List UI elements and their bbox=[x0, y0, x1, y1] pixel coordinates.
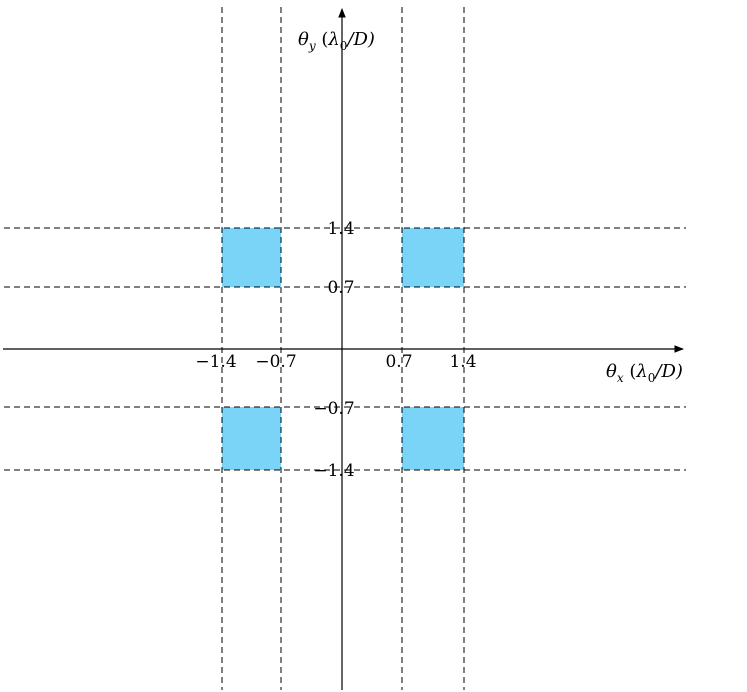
y-tick-label: 0.7 bbox=[327, 278, 354, 298]
x-tick-label: 1.4 bbox=[449, 352, 476, 372]
x-tick-label: −1.4 bbox=[195, 352, 236, 372]
x-tick-label: −0.7 bbox=[255, 352, 296, 372]
shaded-region bbox=[222, 228, 281, 287]
x-axis-label: θx (λ0/D) bbox=[606, 361, 683, 385]
shaded-regions bbox=[222, 228, 464, 470]
x-tick-label: 0.7 bbox=[385, 352, 412, 372]
shaded-region bbox=[402, 407, 464, 470]
y-tick-label: −1.4 bbox=[313, 461, 354, 481]
shaded-region bbox=[222, 407, 281, 470]
y-axis-label: θy (λ0/D) bbox=[298, 29, 375, 53]
shaded-region bbox=[402, 228, 464, 287]
y-tick-label: 1.4 bbox=[327, 219, 354, 239]
y-tick-label: −0.7 bbox=[313, 399, 354, 419]
